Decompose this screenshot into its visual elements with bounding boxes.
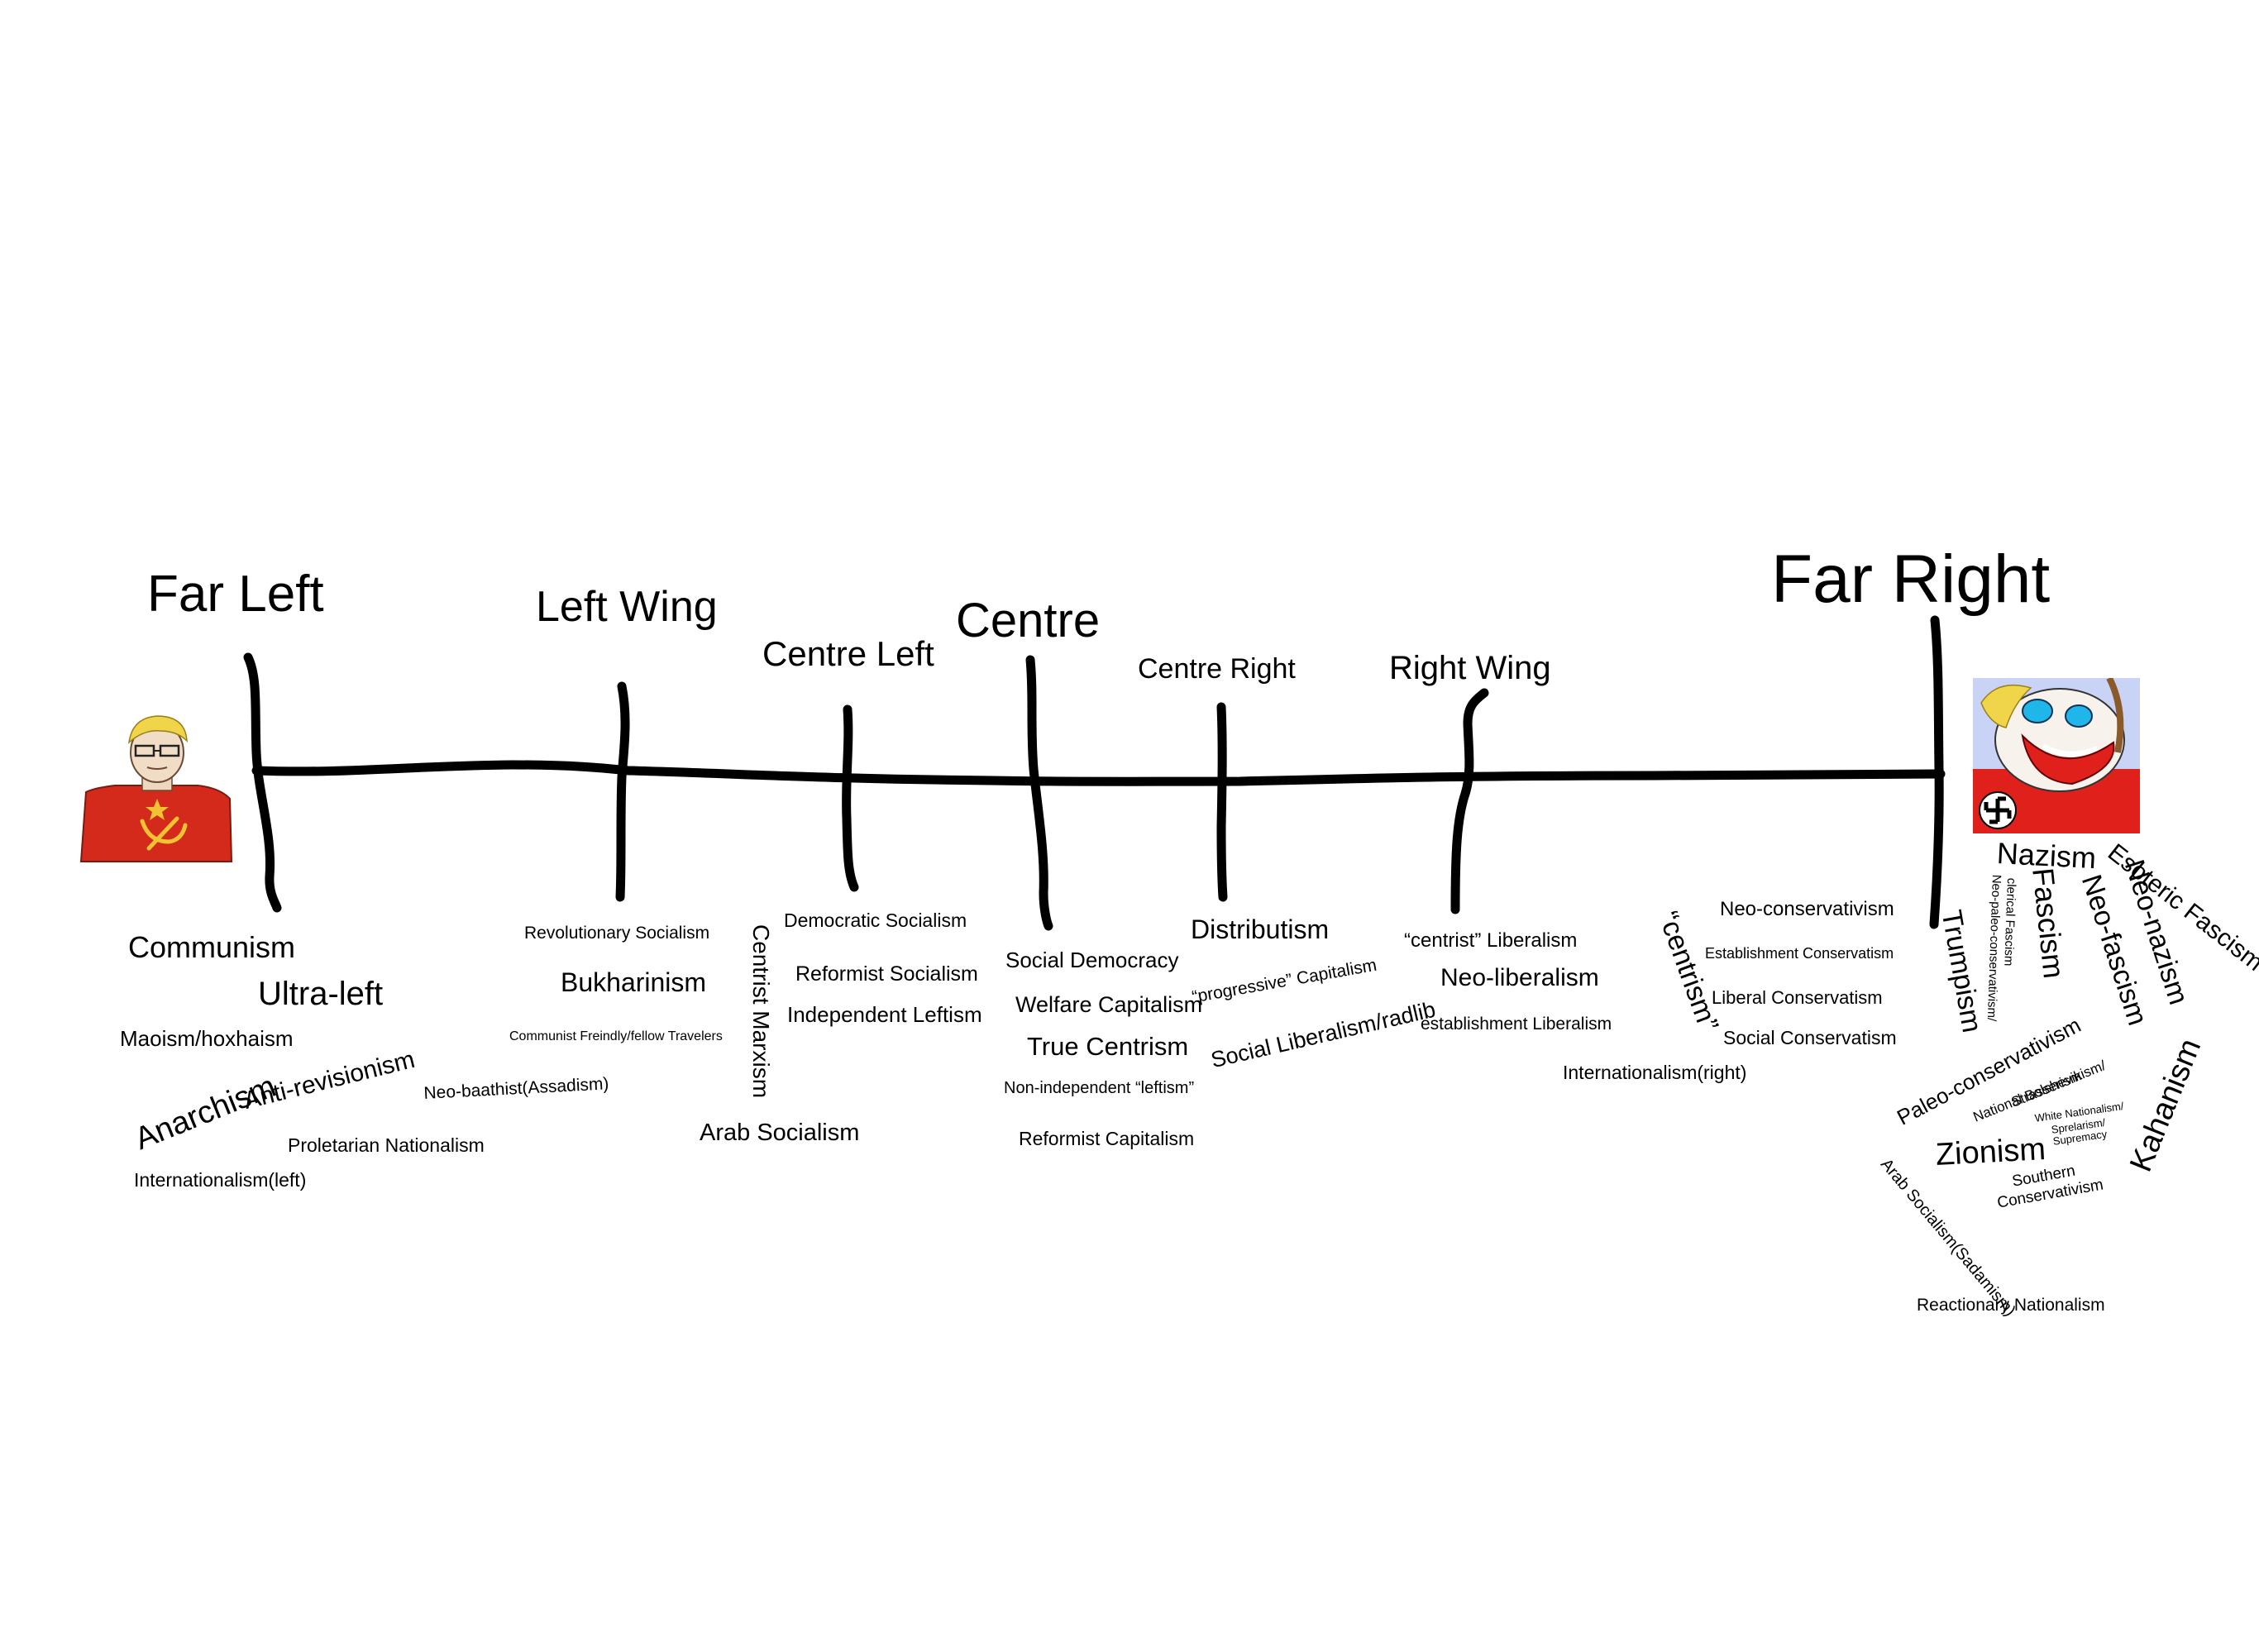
axis-line — [251, 760, 1946, 786]
label-welfare-capitalism: Welfare Capitalism — [1015, 992, 1203, 1017]
tick-centre — [1025, 655, 1053, 931]
tick-centre-left — [842, 704, 859, 892]
label-maoism: Maoism/hoxhaism — [120, 1026, 294, 1051]
label-communist-friendly: Communist Freindly/fellow Travelers — [509, 1029, 723, 1043]
label-reformist-socialism: Reformist Socialism — [795, 962, 978, 986]
label-establishment-conservatism: Establishment Conservatism — [1705, 945, 1894, 962]
label-neo-paleo-2: clerical Fascism — [2001, 877, 2018, 967]
label-zionism: Zionism — [1934, 1132, 2046, 1172]
label-true-centrism: True Centrism — [1027, 1032, 1189, 1061]
heading-centre-left: Centre Left — [762, 634, 934, 673]
heading-centre-right: Centre Right — [1138, 653, 1296, 685]
heading-right-wing: Right Wing — [1389, 650, 1551, 686]
label-distributism: Distributism — [1191, 914, 1330, 944]
tick-right-wing — [1450, 688, 1489, 914]
label-neo-conservativism: Neo-conservativism — [1720, 898, 1894, 920]
label-non-independent-leftism: Non-independent “leftism” — [1004, 1079, 1195, 1097]
label-centrist-liberalism: “centrist” Liberalism — [1404, 929, 1578, 952]
label-neo-liberalism: Neo-liberalism — [1440, 964, 1599, 991]
tick-left-wing — [615, 681, 630, 902]
nazi-clown-wojak-icon — [1973, 678, 2140, 833]
label-liberal-conservatism: Liberal Conservatism — [1712, 987, 1883, 1008]
heading-far-left: Far Left — [147, 566, 324, 623]
label-internationalism-right: Internationalism(right) — [1563, 1062, 1747, 1083]
label-centrist-marxism: Centrist Marxism — [748, 924, 774, 1099]
tick-centre-right — [1216, 702, 1228, 902]
label-independent-leftism: Independent Leftism — [787, 1002, 982, 1027]
soviet-wojak-icon — [78, 709, 235, 865]
label-social-democracy: Social Democracy — [1005, 948, 1179, 972]
label-bukharinism: Bukharinism — [561, 967, 707, 997]
label-revolutionary-socialism: Revolutionary Socialism — [524, 924, 710, 943]
heading-far-right: Far Right — [1771, 542, 2051, 617]
label-reactionary-nationalism: Reactionary Nationalism — [1917, 1296, 2105, 1315]
label-internationalism-left: Internationalism(left) — [134, 1169, 307, 1191]
heading-centre: Centre — [956, 594, 1101, 647]
label-reformist-capitalism: Reformist Capitalism — [1019, 1128, 1195, 1149]
tick-far-right — [1929, 615, 1944, 929]
heading-left-wing: Left Wing — [536, 583, 718, 631]
label-establishment-liberalism: establishment Liberalism — [1421, 1015, 1612, 1034]
label-proletarian-nationalism: Proletarian Nationalism — [288, 1134, 485, 1156]
label-arab-socialism-left: Arab Socialism — [700, 1120, 860, 1146]
label-ultra-left: Ultra-left — [258, 976, 384, 1012]
tick-far-left — [243, 652, 282, 913]
label-communism: Communism — [128, 930, 296, 964]
label-democratic-socialism: Democratic Socialism — [784, 910, 967, 931]
label-social-conservatism: Social Conservatism — [1723, 1027, 1897, 1048]
